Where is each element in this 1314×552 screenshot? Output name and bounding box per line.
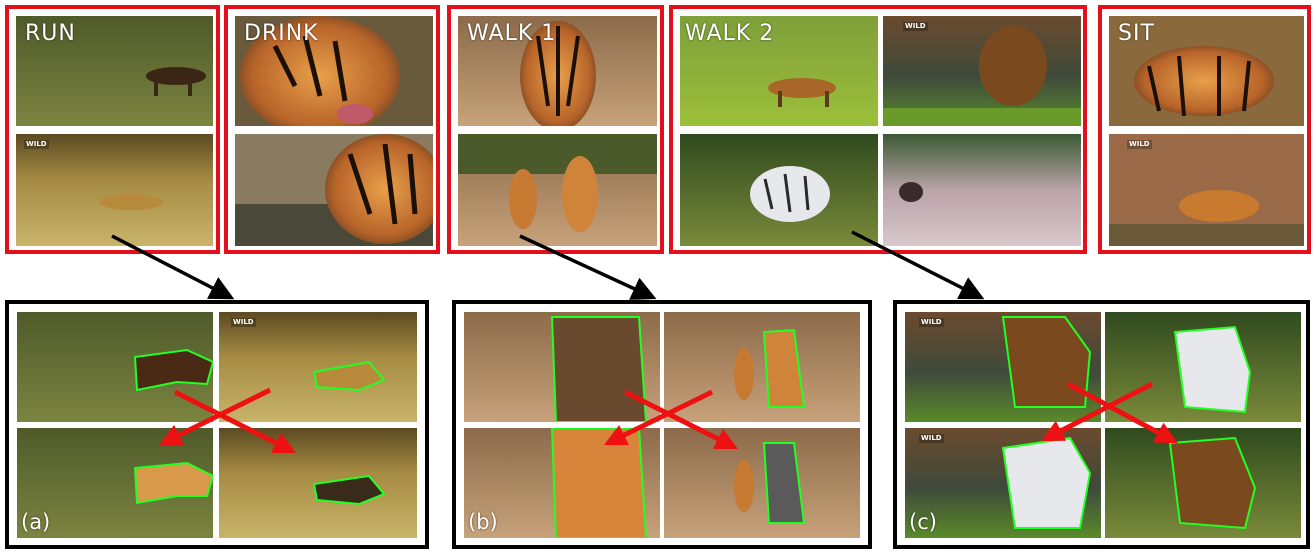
walk1-frame-2 — [458, 134, 657, 246]
a-cell-2: WILD — [219, 312, 417, 422]
watermark: WILD — [231, 318, 256, 327]
result-panel-b: (b) — [452, 300, 872, 549]
action-label: DRINK — [244, 21, 319, 46]
result-panel-c: WILD WILD (c) — [893, 300, 1310, 549]
b-cell-1 — [464, 312, 660, 422]
watermark: WILD — [919, 434, 944, 443]
watermark: WILD — [1127, 140, 1152, 149]
b-cell-4 — [664, 428, 860, 538]
sit-frame-1 — [1109, 16, 1304, 126]
c-cell-4 — [1105, 428, 1301, 538]
watermark: WILD — [903, 22, 928, 31]
walk2-frame-3 — [680, 134, 878, 246]
action-label: RUN — [25, 21, 76, 46]
action-label: WALK 2 — [685, 21, 775, 46]
action-label: SIT — [1118, 21, 1155, 46]
run-frame-2: WILD — [16, 134, 213, 246]
action-label: WALK 1 — [467, 21, 557, 46]
walk1-frame-1 — [458, 16, 657, 126]
a-cell-4 — [219, 428, 417, 538]
a-cell-3 — [17, 428, 213, 538]
panel-label: (c) — [909, 510, 937, 534]
walk2-frame-2: WILD — [883, 16, 1081, 126]
sit-frame-2: WILD — [1109, 134, 1304, 246]
panel-label: (a) — [21, 510, 51, 534]
c-cell-1: WILD — [905, 312, 1101, 422]
run-frame-1 — [16, 16, 213, 126]
action-group-run: WILD RUN — [5, 5, 220, 254]
walk2-frame-1 — [680, 16, 878, 126]
b-cell-2 — [664, 312, 860, 422]
action-group-walk-1: WALK 1 — [447, 5, 664, 254]
drink-frame-1 — [235, 16, 433, 126]
action-group-sit: WILD SIT — [1098, 5, 1311, 254]
walk2-frame-4 — [883, 134, 1081, 246]
watermark: WILD — [919, 318, 944, 327]
action-group-drink: DRINK — [224, 5, 440, 254]
a-cell-1 — [17, 312, 213, 422]
watermark: WILD — [24, 140, 49, 149]
action-group-walk-2: WILD WALK 2 — [669, 5, 1087, 254]
c-cell-3: WILD — [905, 428, 1101, 538]
c-cell-2 — [1105, 312, 1301, 422]
panel-label: (b) — [468, 510, 498, 534]
result-panel-a: WILD (a) — [5, 300, 429, 549]
drink-frame-2 — [235, 134, 433, 246]
